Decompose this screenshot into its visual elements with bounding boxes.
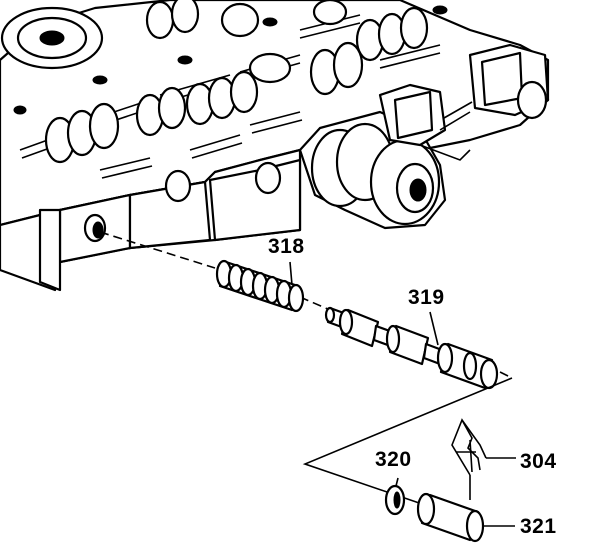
valve-body-casting — [0, 0, 550, 292]
valve-spool-319 — [324, 306, 499, 390]
assembly-centerline — [99, 231, 513, 379]
callout-304: 304 — [520, 450, 557, 473]
callout-319: 319 — [408, 286, 445, 309]
o-ring-320 — [384, 484, 406, 516]
retaining-clip-304 — [451, 418, 516, 476]
leader-lines — [289, 261, 439, 487]
assembly-guide-lines — [302, 377, 513, 506]
plug-321 — [416, 492, 515, 543]
callout-321: 321 — [520, 515, 557, 538]
callout-320: 320 — [375, 448, 412, 471]
spring-318 — [215, 259, 305, 313]
callout-318: 318 — [268, 235, 305, 258]
